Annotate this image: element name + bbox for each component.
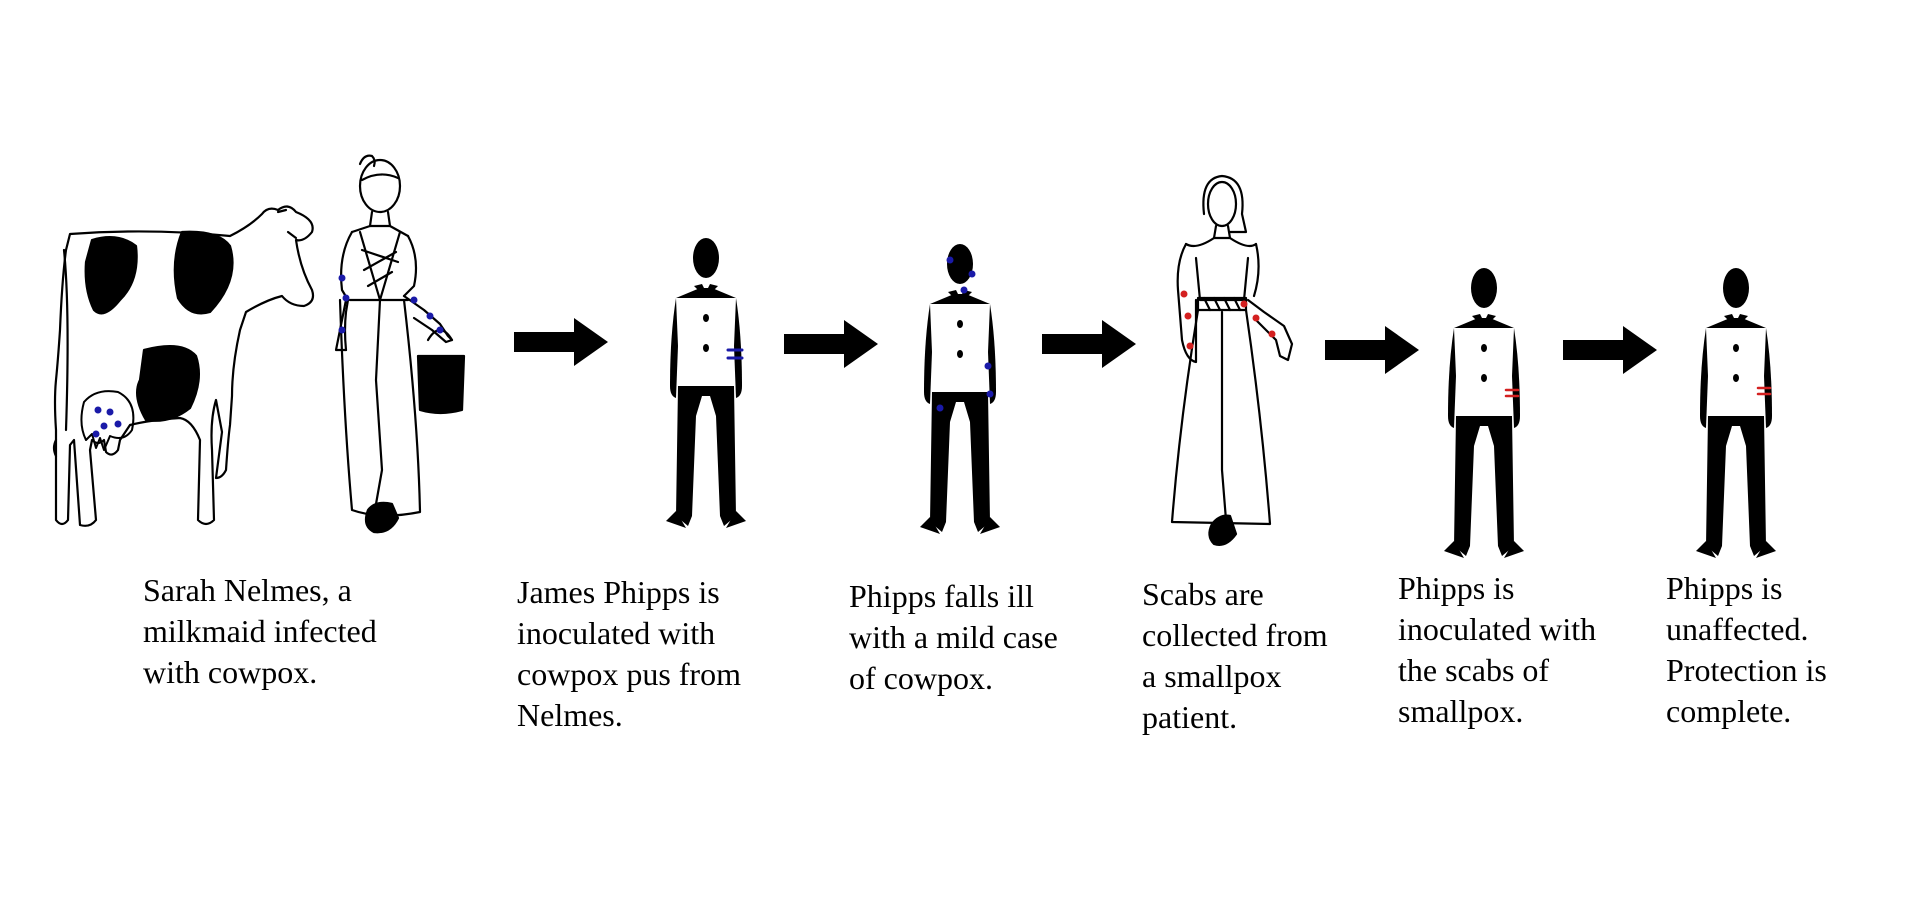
right-arrow-icon-4: [1325, 326, 1419, 374]
caption-scabs-collected: Scabs are collected from a smallpox pati…: [1142, 576, 1328, 735]
right-arrow-icon-1: [514, 318, 608, 366]
boy-icon-inoculated-smallpox: [1444, 268, 1524, 558]
smallpox-spots-woman: [1180, 290, 1276, 350]
caption-nelmes: Sarah Nelmes, a milkmaid infected with c…: [143, 572, 377, 690]
boy-icon-falls-ill: [920, 244, 1000, 534]
cow-icon: [52, 205, 315, 527]
woman-patient-icon: [1170, 174, 1294, 546]
right-arrow-icon-5: [1563, 326, 1657, 374]
milkmaid-icon: [334, 154, 466, 534]
boy-icon-unaffected: [1696, 268, 1776, 558]
cowpox-spots-udder: [92, 406, 122, 438]
cowpox-spots-milkmaid: [338, 274, 444, 334]
caption-inoculated-cowpox: James Phipps is inoculated with cowpox p…: [517, 574, 741, 733]
caption-inoculated-smallpox: Phipps is inoculated with the scabs of s…: [1398, 570, 1597, 729]
caption-falls-ill: Phipps falls ill with a mild case of cow…: [849, 578, 1058, 696]
caption-unaffected: Phipps is unaffected. Protection is comp…: [1666, 570, 1827, 729]
right-arrow-icon-3: [1042, 320, 1136, 368]
boy-icon-inoculated-cowpox: [666, 238, 746, 528]
right-arrow-icon-2: [784, 320, 878, 368]
